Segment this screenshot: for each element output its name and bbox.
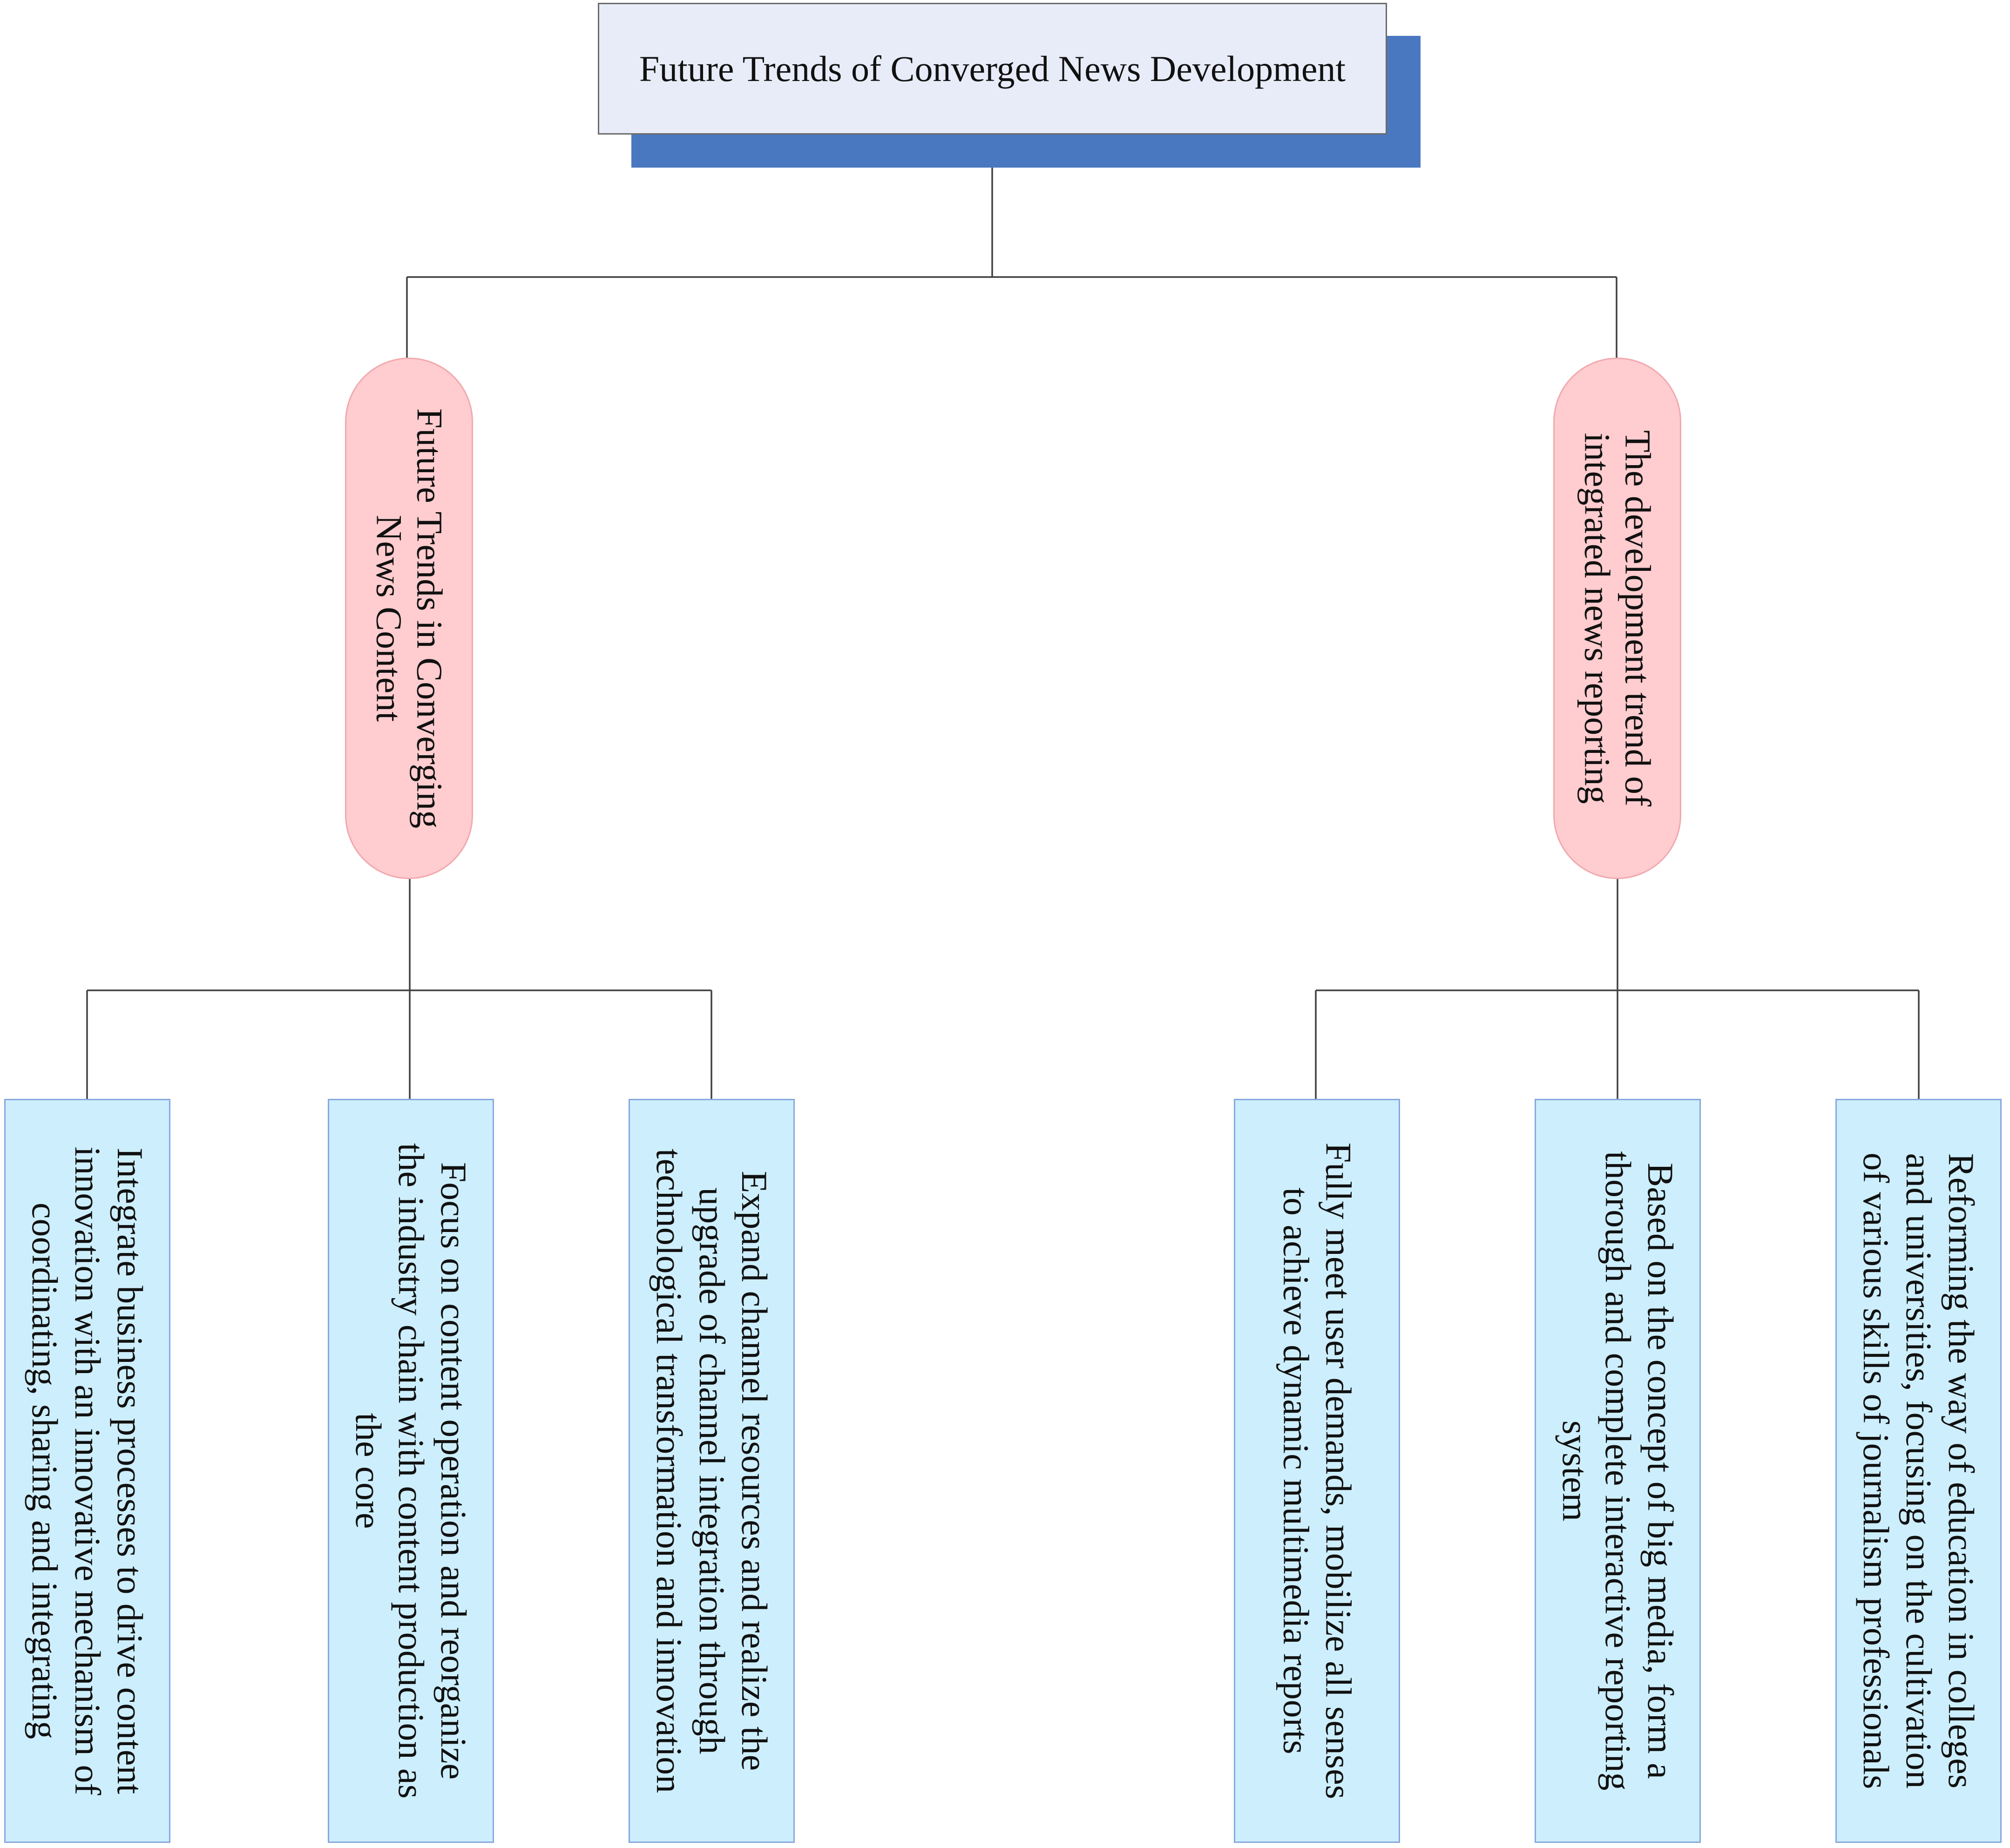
branch-node-label: The development trend of integrated news… xyxy=(1577,430,1658,806)
leaf-node-label: Focus on content operation and reorganiz… xyxy=(348,1143,474,1799)
leaf-node-label: Fully meet user demands, mobilize all se… xyxy=(1275,1142,1359,1800)
leaf-node-label: Integrate business processes to drive co… xyxy=(24,1146,150,1795)
branch-node-news-content: Future Trends in Converging News Content xyxy=(345,358,473,879)
leaf-node-big-media: Based on the concept of big media, form … xyxy=(1535,1099,1701,1843)
leaf-node-channel-resources: Expand channel resources and realize the… xyxy=(629,1099,795,1843)
branch-node-news-reporting: The development trend of integrated news… xyxy=(1553,358,1681,879)
leaf-node-label: Expand channel resources and realize the… xyxy=(649,1148,775,1794)
branch-node-label: Future Trends in Converging News Content xyxy=(368,408,450,829)
root-node-label: Future Trends of Converged News Developm… xyxy=(639,48,1346,89)
leaf-node-content-operation: Focus on content operation and reorganiz… xyxy=(328,1099,494,1843)
leaf-node-label: Based on the concept of big media, form … xyxy=(1555,1151,1681,1791)
leaf-node-education-reform: Reforming the way of education in colleg… xyxy=(1835,1099,2002,1843)
leaf-node-user-demands: Fully meet user demands, mobilize all se… xyxy=(1234,1099,1400,1843)
leaf-node-business-processes: Integrate business processes to drive co… xyxy=(4,1099,170,1843)
leaf-node-label: Reforming the way of education in colleg… xyxy=(1855,1152,1982,1789)
root-node: Future Trends of Converged News Developm… xyxy=(598,3,1387,135)
